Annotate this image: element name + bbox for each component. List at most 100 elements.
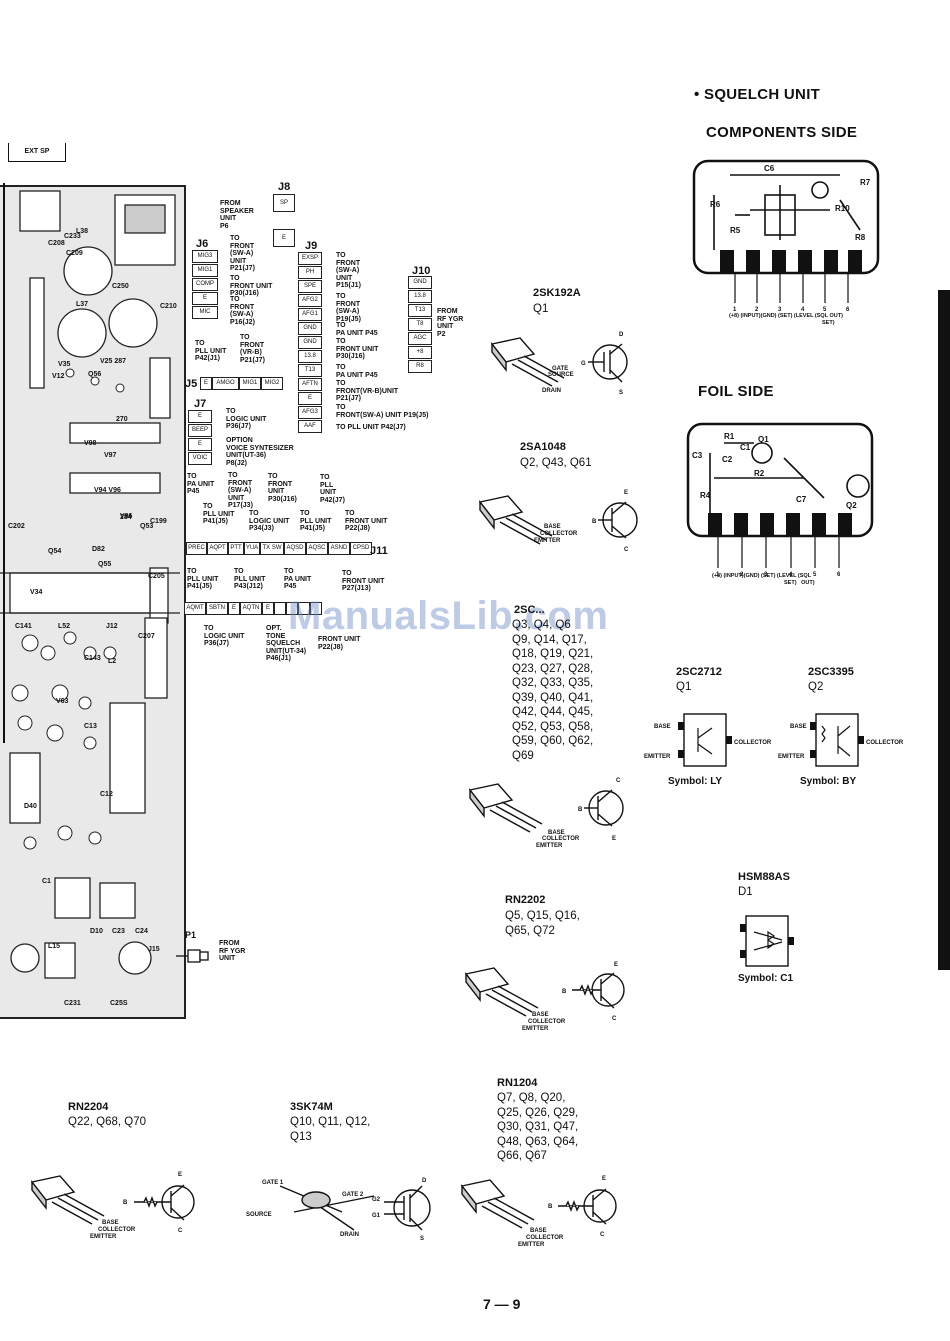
svg-text:E: E	[612, 836, 616, 842]
j13-pin: AQTN	[240, 602, 262, 615]
j13-note: TO PLL UNIT P43(J12)	[234, 568, 266, 591]
svg-text:SOURCE: SOURCE	[246, 1212, 272, 1218]
svg-text:COLLECTOR: COLLECTOR	[542, 836, 580, 842]
j11-pin: AQSC	[306, 542, 328, 555]
svg-text:COLLECTOR: COLLECTOR	[526, 1235, 564, 1241]
svg-text:EMITTER: EMITTER	[522, 1026, 549, 1032]
p1-plug-icon	[176, 949, 209, 963]
j9-pin: AFTN	[298, 378, 322, 391]
svg-text:D10: D10	[90, 928, 103, 935]
svg-text:B: B	[123, 1200, 128, 1206]
refs-rn2204: Q22, Q68, Q70	[68, 1116, 146, 1128]
svg-text:R10: R10	[835, 204, 850, 213]
svg-text:BASE: BASE	[102, 1220, 119, 1226]
svg-text:EMITTER: EMITTER	[518, 1242, 545, 1248]
svg-text:4: 4	[801, 307, 805, 313]
j11-note: TO FRONT UNIT P30(J16)	[268, 473, 297, 503]
j9-note: TO FRONT(VR-B)UNIT P21(J7)	[336, 380, 399, 403]
j10-pin: 13.8	[408, 290, 432, 303]
j11-note: TO LOGIC UNIT P34(J3)	[249, 510, 290, 533]
svg-text:BASE: BASE	[530, 1228, 547, 1234]
refs-2sa1048: Q2, Q43, Q61	[520, 457, 592, 469]
svg-text:2: 2	[740, 572, 744, 578]
j9-pin: AFG1	[298, 308, 322, 321]
svg-text:COLLECTOR: COLLECTOR	[734, 740, 772, 746]
j6-pin: MIG3	[192, 250, 218, 263]
j9-pin: EXSP	[298, 252, 322, 265]
svg-text:D40: D40	[24, 803, 37, 810]
j11-note: TO FRONT UNIT P22(J8)	[345, 510, 388, 533]
j9-pin: AAF	[298, 420, 322, 433]
svg-text:L15: L15	[48, 943, 60, 950]
svg-text:Q2: Q2	[846, 501, 857, 510]
j10-pin: R8	[408, 360, 432, 373]
svg-text:R2: R2	[754, 469, 765, 478]
svg-text:J15: J15	[148, 946, 160, 953]
j13-connector: AQMT SBTN E AQTN E	[184, 602, 322, 615]
j8-pin: E	[273, 229, 295, 247]
svg-text:V98: V98	[84, 440, 97, 447]
j13-note: OPT. TONE SQUELCH UNIT(UT-34) P46(J1)	[266, 625, 307, 663]
svg-text:C205: C205	[148, 573, 165, 580]
svg-text:1: 1	[716, 572, 720, 578]
svg-text:B: B	[592, 519, 597, 525]
svg-text:Q1: Q1	[758, 435, 769, 444]
svg-text:C231: C231	[64, 1000, 81, 1007]
j7-note: OPTION VOICE SYNTESIZER UNIT(UT-36) P8(J…	[226, 437, 294, 467]
j11-note: TO PLL UNIT P42(J7)	[320, 474, 345, 504]
svg-text:D: D	[619, 332, 624, 338]
j9-pin: SPE	[298, 280, 322, 293]
j8-label: J8	[278, 181, 291, 193]
j13-note: TO PLL UNIT P41(J5)	[187, 568, 219, 591]
svg-text:Q54: Q54	[48, 548, 61, 555]
j7-connector: E BEEP E VOIC	[188, 410, 212, 465]
svg-text:C208: C208	[48, 240, 65, 247]
svg-text:B: B	[548, 1204, 553, 1210]
svg-text:L52: L52	[58, 623, 70, 630]
j5-connector: E AMGO MIG1 MIG2	[200, 377, 283, 390]
j11-pin: ASND	[328, 542, 350, 555]
j13-note: TO PA UNIT P45	[284, 568, 312, 591]
svg-text:C25S: C25S	[110, 1000, 128, 1007]
svg-text:C2: C2	[722, 455, 733, 464]
part-2sc3395: 2SC3395	[808, 666, 854, 678]
foil-pin-caption-2: SET) OUT)	[784, 580, 815, 586]
fet-pinout-2sk192a: GATE SOURCE DRAIN D G S	[490, 332, 628, 396]
svg-text:3: 3	[778, 307, 782, 313]
j9-note: TO FRONT(SW-A) UNIT P19(J5)	[336, 404, 429, 419]
j10-pin: +8	[408, 346, 432, 359]
svg-text:V34: V34	[30, 589, 43, 596]
part-2sc-group: 2SC...	[514, 604, 545, 616]
svg-text:EMITTER: EMITTER	[644, 754, 671, 760]
j11-pin: TX SW	[260, 542, 284, 555]
part-rn2202: RN2202	[505, 894, 546, 906]
page-number: 7 — 9	[483, 1296, 521, 1312]
part-3sk74m: 3SK74M	[290, 1101, 333, 1113]
p1-note: FROM RF YGR UNIT	[219, 940, 246, 963]
j10-connector: GND 13.8 T13 T8 AGC +8 R8	[408, 276, 432, 373]
svg-text:EMITTER: EMITTER	[536, 843, 563, 849]
svg-text:C1: C1	[42, 878, 51, 885]
svg-text:COLLECTOR: COLLECTOR	[866, 740, 904, 746]
symbol-2sc3395: Symbol: BY	[800, 776, 857, 787]
svg-text:5: 5	[813, 572, 817, 578]
transistor-pinout-rn1204: BASE COLLECTOR EMITTER E B C	[460, 1176, 617, 1248]
svg-text:C143: C143	[84, 655, 101, 662]
j9-connector: EXSP PH SPE AFG2 AFG1 GND GND 13.8 T13 A…	[298, 252, 322, 433]
j9-pin: AFG3	[298, 406, 322, 419]
svg-text:D82: D82	[92, 546, 105, 553]
svg-text:BASE: BASE	[544, 524, 561, 530]
j13-note: TO LOGIC UNIT P36(J7)	[204, 625, 245, 648]
svg-text:1: 1	[733, 307, 737, 313]
svg-text:6: 6	[846, 307, 850, 313]
j6-note: TO FRONT UNIT P30(J16)	[230, 275, 273, 298]
svg-text:V96: V96	[120, 513, 133, 520]
svg-text:S: S	[619, 390, 623, 396]
svg-text:4: 4	[789, 572, 793, 578]
j11-pin: YUA	[244, 542, 260, 555]
svg-text:V25 287: V25 287	[100, 358, 126, 365]
j11-pin: PREC	[186, 542, 207, 555]
svg-text:V94 V96: V94 V96	[94, 487, 121, 494]
svg-text:EMITTER: EMITTER	[778, 754, 805, 760]
